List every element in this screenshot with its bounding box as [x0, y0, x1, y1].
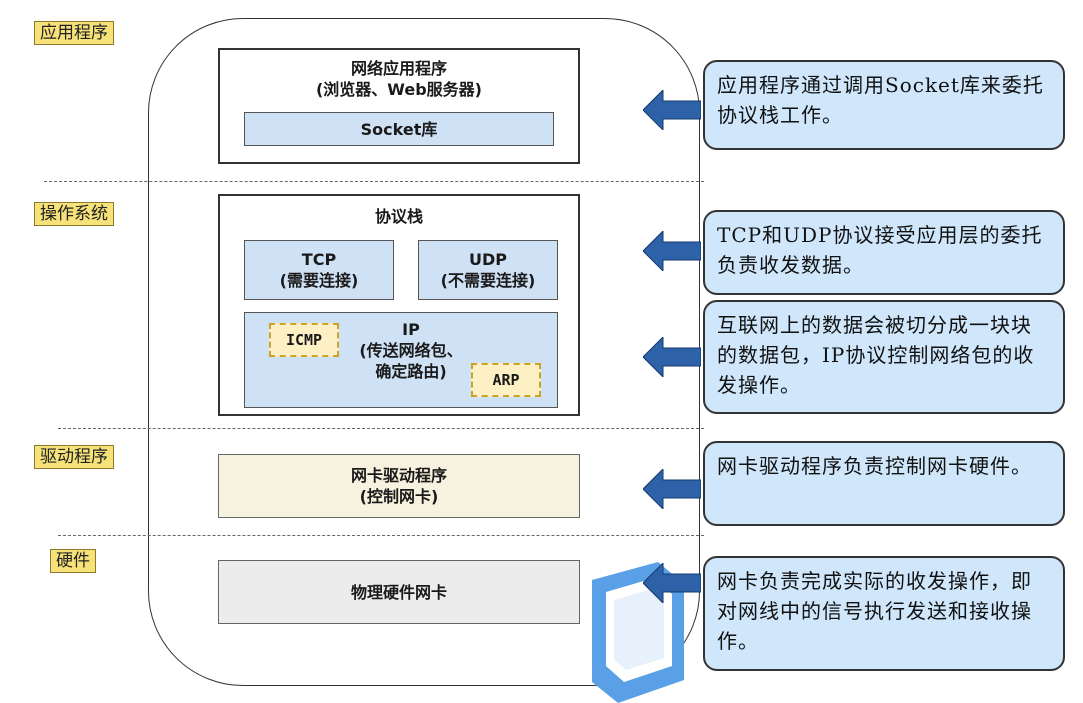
layer-tag-hardware: 硬件	[50, 549, 96, 573]
nic-driver-sublabel: (控制网卡)	[359, 487, 439, 506]
udp-label: UDP	[469, 250, 507, 269]
arrow-left-icon-2	[643, 231, 701, 271]
ip-sublabel-2: 确定路由)	[375, 362, 447, 381]
network-app-subtitle: (浏览器、Web服务器)	[315, 80, 482, 99]
arp-box: ARP	[471, 363, 541, 397]
callout-driver: 网卡驱动程序负责控制网卡硬件。	[703, 441, 1065, 526]
protocol-stack-box: 协议栈 TCP (需要连接) UDP (不需要连接) ICMP IP (传送网络…	[218, 194, 580, 416]
arrow-left-icon-4	[643, 469, 701, 509]
separator-app-os	[44, 181, 704, 182]
ip-sublabel-1: (传送网络包、	[359, 341, 463, 360]
tcp-label: TCP	[301, 250, 337, 269]
network-app-title: 网络应用程序	[350, 59, 447, 78]
nic-driver-label: 网卡驱动程序	[350, 466, 447, 485]
socket-library-label: Socket库	[360, 119, 438, 139]
ip-label: IP	[402, 320, 420, 339]
separator-driver-hw	[58, 535, 704, 536]
tcp-sublabel: (需要连接)	[279, 271, 359, 290]
callout-tcp-udp: TCP和UDP协议接受应用层的委托负责收发数据。	[703, 210, 1065, 295]
layer-tag-os: 操作系统	[34, 202, 114, 226]
ip-box: ICMP IP (传送网络包、 确定路由) ARP	[244, 312, 558, 408]
network-application-box: 网络应用程序 (浏览器、Web服务器) Socket库	[218, 48, 580, 164]
arrow-left-icon-3	[643, 337, 701, 377]
separator-os-driver	[58, 428, 704, 429]
callout-socket: 应用程序通过调用Socket库来委托协议栈工作。	[703, 60, 1065, 150]
physical-nic-label: 物理硬件网卡	[350, 582, 447, 602]
icmp-box: ICMP	[269, 323, 339, 357]
nic-driver-box: 网卡驱动程序 (控制网卡)	[218, 454, 580, 518]
udp-box: UDP (不需要连接)	[418, 240, 558, 300]
socket-library-box: Socket库	[244, 112, 554, 146]
arrow-left-icon-1	[643, 90, 701, 130]
layer-tag-driver: 驱动程序	[34, 445, 114, 469]
physical-nic-box: 物理硬件网卡	[218, 560, 580, 624]
udp-sublabel: (不需要连接)	[440, 271, 536, 290]
arp-label: ARP	[492, 371, 520, 389]
icmp-label: ICMP	[285, 331, 323, 349]
callout-ip: 互联网上的数据会被切分成一块块的数据包，IP协议控制网络包的收发操作。	[703, 300, 1065, 414]
tcp-box: TCP (需要连接)	[244, 240, 394, 300]
layer-tag-application: 应用程序	[34, 21, 114, 45]
protocol-stack-title: 协议栈	[374, 207, 423, 226]
arrow-left-icon-5	[643, 563, 701, 603]
callout-hardware: 网卡负责完成实际的收发操作，即对网线中的信号执行发送和接收操作。	[703, 556, 1065, 671]
